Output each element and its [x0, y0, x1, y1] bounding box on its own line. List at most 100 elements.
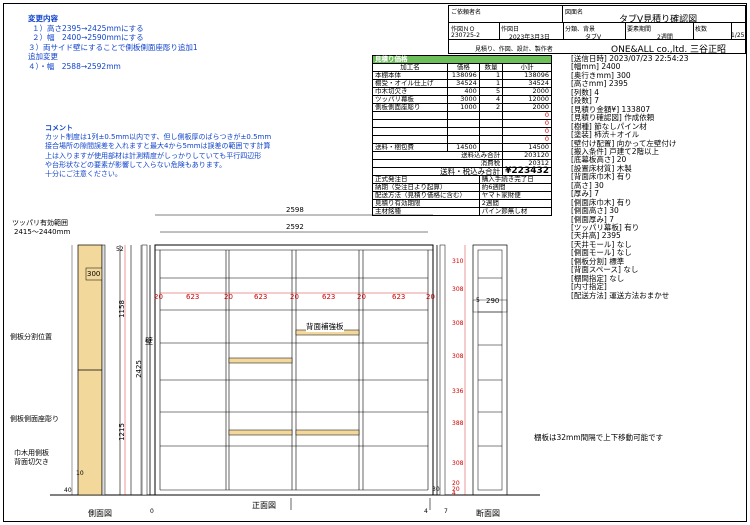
section-height-dim: 4 — [452, 490, 456, 497]
drawing-name: タブV見積り確認図 — [619, 15, 698, 25]
column-width-dim: 20 — [426, 293, 435, 301]
spec-line: [内寸指定] — [571, 282, 607, 292]
spec-line: [列数] 4 — [571, 87, 600, 97]
spec-line: [奥行きmm] 300 — [571, 70, 631, 80]
comment-line: や台形状などの要素が影響して入らない危険もあります。 — [45, 160, 227, 169]
wall-label: 壁 — [145, 337, 153, 346]
dim-depth: 300 — [87, 270, 101, 278]
section-cabinet — [472, 244, 508, 496]
spec-line: [配送方法] 運送方法おまかせ — [571, 290, 670, 300]
order-value: パイン節無し材 — [478, 207, 553, 216]
back-panel-label: 背面補強板 — [306, 321, 344, 332]
shelf-note: 棚板は32mm間隔で上下移動可能です — [534, 433, 664, 442]
spec-line: [見積り確認図] 作成依頼 — [571, 113, 655, 123]
dim-inner-width: 2592 — [286, 223, 304, 231]
tsuppari-label: ツッパリ有効範囲 — [12, 219, 68, 227]
side-split-label: 側板分割位置 — [10, 333, 52, 341]
sheet-no: 1/25 — [731, 32, 745, 39]
dim-floor-zero: 0 — [150, 508, 154, 515]
comment-line: 十分にご注意ください。 — [45, 170, 122, 179]
spec-line: [側面高さ] 30 — [571, 206, 619, 216]
front-cabinet — [154, 244, 434, 496]
spec-line: [側面モール] なし — [571, 248, 632, 258]
section-height-dim: 308 — [452, 320, 464, 327]
category-label: 分類、背景 — [565, 26, 596, 33]
date-label: 作図日 — [501, 26, 520, 33]
spec-line: [側板分割] 標準 — [571, 256, 625, 266]
side-groove-label: 側板側面座彫り — [10, 415, 59, 423]
tsuppari-range: 2415〜2440mm — [14, 228, 71, 236]
change-note-line: ４）・幅 2588→2592mm — [28, 61, 121, 71]
comment-line: 接合場所の隙間誤差を入れますと最大4から5mmは誤差の範囲です計算 — [45, 142, 271, 151]
section-view-label: 断面図 — [476, 509, 500, 518]
spec-line: [搬入条件] 戸建て2階以上 — [571, 146, 660, 156]
sheet-label: 枚数 — [695, 26, 708, 33]
section-height-dim: 308 — [452, 353, 464, 360]
spec-line: [高さ] 30 — [571, 180, 604, 190]
column-width-dim: 20 — [154, 293, 163, 301]
side-view-label: 側面図 — [88, 509, 112, 518]
spec-line: [段数] 7 — [571, 96, 600, 106]
spec-line: [壁付け配置] 向かって左壁付け — [571, 138, 677, 148]
spec-line: [側面厚み] 7 — [571, 214, 615, 224]
comment-line: 上は入りますが使用部材は計測精度がしっかりしていても平行四辺形 — [45, 151, 262, 160]
spec-line: [棚間指定] なし — [571, 273, 625, 283]
dim-skirt-height: 40 — [64, 487, 72, 494]
category: タブV — [585, 34, 602, 41]
spec-line: [底幕板高さ] 20 — [571, 155, 627, 165]
company-name: ONE&ALL co.,ltd. 三谷正昭 — [611, 45, 727, 55]
spec-line: [樹種] 節なしパイン材 — [571, 121, 647, 131]
dim-baseboard: 30 — [432, 486, 440, 493]
footer-label: 見積り、作図、設計、製作者 — [475, 46, 553, 53]
section-height-dim: 20 — [452, 486, 460, 493]
spec-line: [天井モール] なし — [571, 239, 632, 249]
drawing-frame — [3, 3, 747, 522]
column-width-dim: 20 — [290, 293, 299, 301]
column-width-dim: 623 — [322, 293, 336, 301]
spec-line: [設置床材質] 木製 — [571, 163, 632, 173]
delivery: 2週間 — [657, 34, 673, 41]
author-no: 230725-2 — [451, 32, 480, 39]
spec-line: [塗装] 柿渋＋オイル — [571, 130, 640, 140]
section-height-dim: 336 — [452, 388, 464, 395]
change-note-line: 追加変更 — [28, 52, 58, 61]
spec-line: [天井高] 2395 — [571, 231, 621, 241]
column-width-dim: 623 — [392, 293, 406, 301]
spec-line: [背面スペース] なし — [571, 265, 639, 275]
spec-line: [側面床巾木] 有り — [571, 197, 632, 207]
section-height-dim: 308 — [452, 286, 464, 293]
title-block: ご依頼者名 図面名 タブV見積り確認図 作図ＮＯ 230725-2 作図日 20… — [448, 5, 747, 55]
column-width-dim: 20 — [357, 293, 366, 301]
dim-floor-gap: 4 — [424, 508, 428, 515]
dim-skirt-width: 10 — [76, 470, 84, 477]
dim-total-height: 2425 — [134, 360, 143, 378]
front-view-label: 正面図 — [252, 501, 276, 510]
spec-line: [幅mm] 2400 — [571, 62, 621, 72]
column-width-dim: 623 — [254, 293, 268, 301]
column-width-dim: 20 — [224, 293, 233, 301]
section-height-dim: 308 — [452, 460, 464, 467]
dim-lower-height: 1215 — [117, 423, 126, 441]
spec-line: [見積り金額¥] 133807 — [571, 104, 651, 114]
skirting-label-2: 背面切欠き — [14, 458, 49, 466]
drawing-label: 図面名 — [565, 9, 584, 16]
spec-line: [高さmm] 2395 — [571, 79, 628, 89]
dim-upper-height: 1158 — [117, 300, 126, 318]
change-note-line: １）高さ2395→2425mmにする — [32, 23, 144, 33]
spec-line: [送信日時] 2023/07/23 22:54:23 — [571, 54, 689, 63]
dim-section-depth: 290 — [486, 297, 500, 305]
drawing-date: 2023年3月3日 — [509, 34, 550, 41]
dim-top: 52 — [116, 246, 124, 253]
section-height-dim: 388 — [452, 420, 464, 427]
comment-heading: コメント — [45, 124, 73, 132]
skirting-label: 巾木用側板 — [14, 449, 49, 457]
change-note-line: ３）両サイド壁にすることで側板側面座彫り追加1 — [28, 42, 198, 52]
spec-line: [厚み] 7 — [571, 189, 600, 199]
dim-thickness: 7 — [444, 508, 448, 515]
spec-line: [背面床巾木] 有り — [571, 172, 632, 182]
column-width-dim: 623 — [186, 293, 200, 301]
change-notes-heading: 変更内容 — [28, 14, 58, 23]
